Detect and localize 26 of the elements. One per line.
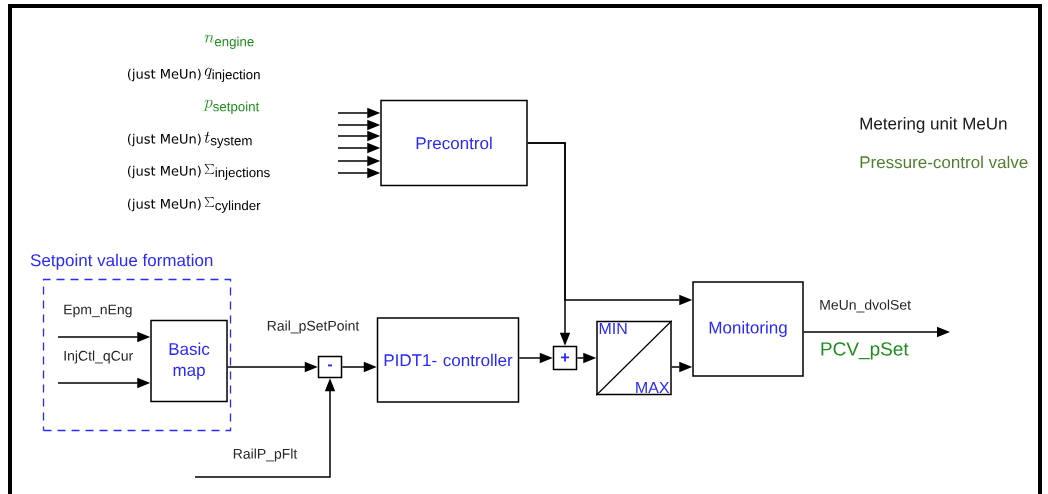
signal-name: $q_{\mathrm{injection}}$ — [204, 67, 260, 82]
block-box: Monitoring — [692, 281, 804, 377]
edge-label: RailP_pFlt — [231, 447, 299, 463]
legend-entry: Pressure-control valve — [860, 155, 1028, 169]
edge-label: InjCtl_qCur — [62, 349, 135, 365]
note-text: (just MeUn) — [127, 165, 201, 179]
signal-name: $t_{\mathrm{system}}$ — [204, 131, 252, 148]
note-text: (just MeUn) — [127, 198, 201, 212]
block-box: Precontrol — [380, 99, 528, 187]
edge-label: Rail_pSetPoint — [265, 319, 361, 335]
node-label: Setpoint value formation — [30, 253, 213, 270]
edge-label: Epm_nEng — [62, 303, 134, 319]
block-box: Basic map — [150, 319, 228, 403]
signal-name: PCV_pSet — [821, 342, 909, 360]
note-text: (just MeUn) — [127, 68, 201, 82]
legend-entry: Metering unit MeUn — [860, 117, 1007, 133]
min-max-block: MIN MAX — [595, 320, 673, 396]
note-text: (just MeUn) — [127, 133, 201, 147]
summing-junction: - — [317, 355, 343, 379]
edge-label: MeUn_dvolSet — [818, 298, 913, 314]
signal-name: $n_{\mathrm{engine}}$ — [204, 34, 254, 49]
signal-name: $\sum_{\mathrm{cylinder}}$ — [204, 197, 261, 213]
block-box: PIDT1- controller — [376, 317, 520, 403]
signal-name: $\sum_{\mathrm{injections}}$ — [204, 164, 270, 180]
signal-name: $p_{\mathrm{setpoint}}$ — [203, 99, 260, 114]
summing-junction: + — [552, 345, 578, 371]
